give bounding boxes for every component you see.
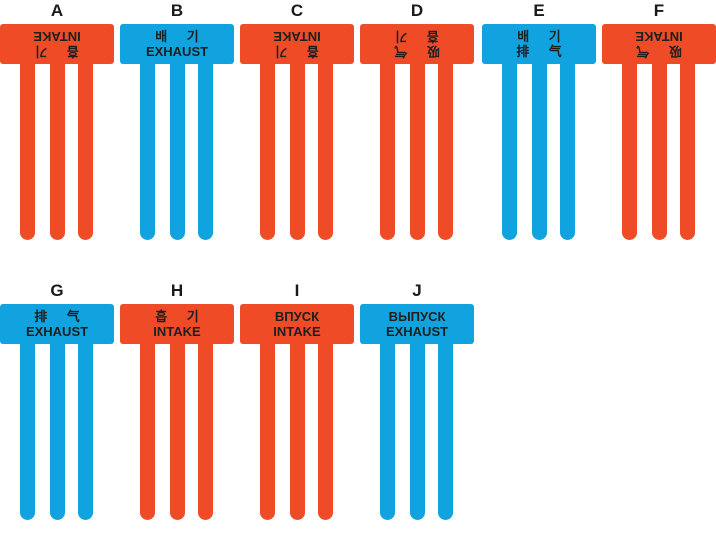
tool-label-line: 흡 기 — [387, 29, 439, 44]
tool-label-line: INTAKE — [273, 29, 321, 44]
tool-tine — [410, 342, 425, 520]
tool-label-line: INTAKE — [33, 29, 81, 44]
tool-tine — [502, 62, 517, 240]
tool-tine — [170, 342, 185, 520]
tool-tine — [50, 62, 65, 240]
tool-tine — [318, 342, 333, 520]
tool-label-line: INTAKE — [153, 324, 201, 339]
tool-letter: I — [294, 281, 300, 300]
tool-label-line: EXHAUST — [385, 324, 449, 339]
tool-letter: E — [533, 1, 545, 20]
tool-tine — [318, 62, 333, 240]
tool-tine — [170, 62, 185, 240]
tool-tine — [532, 62, 547, 240]
tool-label-line: INTAKE — [273, 324, 321, 339]
tool-tine — [380, 342, 395, 520]
tool-label-line: ВЫПУСК — [388, 309, 446, 324]
tool-label-line: 排 气 — [34, 309, 88, 324]
tool-tine — [78, 342, 93, 520]
tool-tine — [622, 62, 637, 240]
tool-tine — [290, 342, 305, 520]
tool-label-line: 흡 기 — [267, 44, 319, 59]
tool-letter: J — [412, 281, 422, 300]
tool-label-line: EXHAUST — [25, 324, 89, 339]
tool-letter: A — [50, 1, 64, 20]
tool-label-line: 흡 기 — [27, 44, 79, 59]
tool-tine — [438, 62, 453, 240]
tool-tine — [78, 62, 93, 240]
tool-label-line: ВПУСК — [274, 309, 320, 324]
tool-tine — [560, 62, 575, 240]
tool-tine — [20, 62, 35, 240]
tool-letter: C — [290, 1, 304, 20]
tool-label-line: 배 기 — [517, 29, 569, 44]
tool-tine — [652, 62, 667, 240]
tool-tine — [290, 62, 305, 240]
tool-tine — [50, 342, 65, 520]
tool-label-line: 排 气 — [516, 44, 570, 59]
tool-letter: D — [410, 1, 424, 20]
tool-tine — [260, 62, 275, 240]
tool-letter: B — [170, 1, 184, 20]
tool-tine — [198, 62, 213, 240]
tool-label-line: 吸 气 — [386, 44, 440, 59]
tool-tine — [260, 342, 275, 520]
tool-letter: G — [50, 281, 64, 300]
tool-tine — [140, 62, 155, 240]
tool-tine — [380, 62, 395, 240]
tool-tine — [20, 342, 35, 520]
tool-tine — [680, 62, 695, 240]
tool-letter: H — [170, 281, 184, 300]
tool-tine — [140, 342, 155, 520]
tool-label-line: 吸 气 — [628, 44, 682, 59]
tool-tine — [410, 62, 425, 240]
tool-label-line: 흡 기 — [155, 309, 207, 324]
tool-letter: F — [653, 1, 665, 20]
tool-label-line: INTAKE — [635, 29, 683, 44]
tool-label-line: 배 기 — [155, 29, 207, 44]
tool-tine — [198, 342, 213, 520]
tool-label-line: EXHAUST — [145, 44, 209, 59]
tool-tine — [438, 342, 453, 520]
